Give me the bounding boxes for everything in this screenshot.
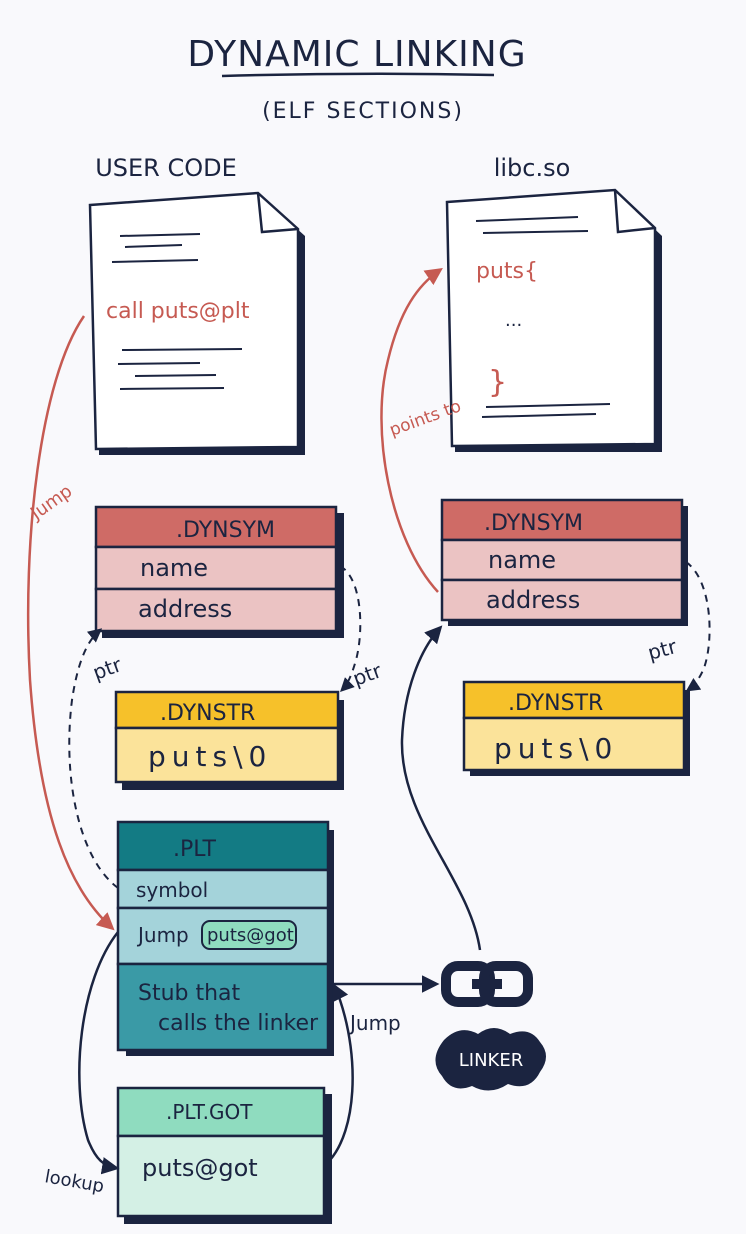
got-to-stub-jump-arrow <box>329 982 354 1161</box>
linker-to-dynsym-arrow <box>400 625 482 951</box>
points-to-arrow <box>380 268 443 593</box>
right-dynsym-address: address <box>486 586 580 614</box>
left-dynsym-name: name <box>140 554 208 582</box>
ptr-label-left: ptr <box>90 652 126 685</box>
ptr-label-middle: ptr <box>350 658 386 691</box>
right-dynstr-value: puts\0 <box>494 732 618 765</box>
linker-badge <box>435 1028 546 1091</box>
diagram-subtitle: (ELF SECTIONS) <box>262 99 464 124</box>
left-dynstr-value: puts\0 <box>148 740 272 773</box>
right-dynstr-table: .DYNSTR puts\0 <box>462 680 690 776</box>
plt-stub-line-2: calls the linker <box>158 1011 319 1036</box>
lookup-arrow <box>78 931 120 1175</box>
plt-jump-target-box <box>201 920 297 950</box>
left-dynsym-header: .DYNSYM <box>176 518 275 543</box>
user-code-document: call puts@plt <box>88 191 305 455</box>
right-dynsym-header: .DYNSYM <box>484 511 583 536</box>
libc-document: puts{ ... } <box>445 188 662 452</box>
right-dynsym-name: name <box>488 546 556 574</box>
ptr-label-right: ptr <box>645 634 680 665</box>
jump-label-left: Jump <box>26 481 76 525</box>
libc-puts-open: puts{ <box>476 259 538 284</box>
right-dynstr-header: .DYNSTR <box>508 691 603 716</box>
libc-ellipsis: ... <box>505 310 522 331</box>
lookup-label: lookup <box>43 1166 105 1197</box>
diagram-title: DYNAMIC LINKING <box>187 34 526 75</box>
plt-got-value: puts@got <box>142 1154 258 1182</box>
title-underline <box>221 72 495 78</box>
libc-heading: libc.so <box>494 154 571 182</box>
plt-symbol-row: symbol <box>136 878 208 902</box>
left-dynsym-table: .DYNSYM name address <box>94 505 344 638</box>
left-dynsym-address: address <box>138 595 232 623</box>
jump-arrow-to-plt <box>26 315 115 931</box>
libc-puts-close: } <box>488 365 507 400</box>
plt-table: .PLT symbol Jump puts@got Stub that call… <box>116 820 334 1056</box>
jump-label-linker: Jump <box>348 1011 401 1035</box>
call-puts-plt-line: call puts@plt <box>106 299 250 324</box>
plt-header: .PLT <box>173 837 216 862</box>
chain-link-icon <box>441 961 533 1007</box>
plt-got-table: .PLT.GOT puts@got <box>116 1086 332 1224</box>
left-dynstr-table: .DYNSTR puts\0 <box>114 690 344 790</box>
plt-stub-line-1: Stub that <box>138 981 241 1006</box>
right-dynsym-table: .DYNSYM name address <box>440 498 688 626</box>
linker-label: LINKER <box>459 1050 524 1071</box>
user-code-heading: USER CODE <box>95 154 237 182</box>
plt-jump-label: Jump <box>136 923 189 947</box>
ptr-arrow-dynsym-to-dynstr <box>339 565 362 692</box>
plt-jump-target: puts@got <box>207 925 294 946</box>
left-dynstr-header: .DYNSTR <box>160 701 255 726</box>
plt-got-header: .PLT.GOT <box>166 1100 253 1124</box>
ptr-arrow-right-dynsym-to-dynstr <box>685 561 711 692</box>
